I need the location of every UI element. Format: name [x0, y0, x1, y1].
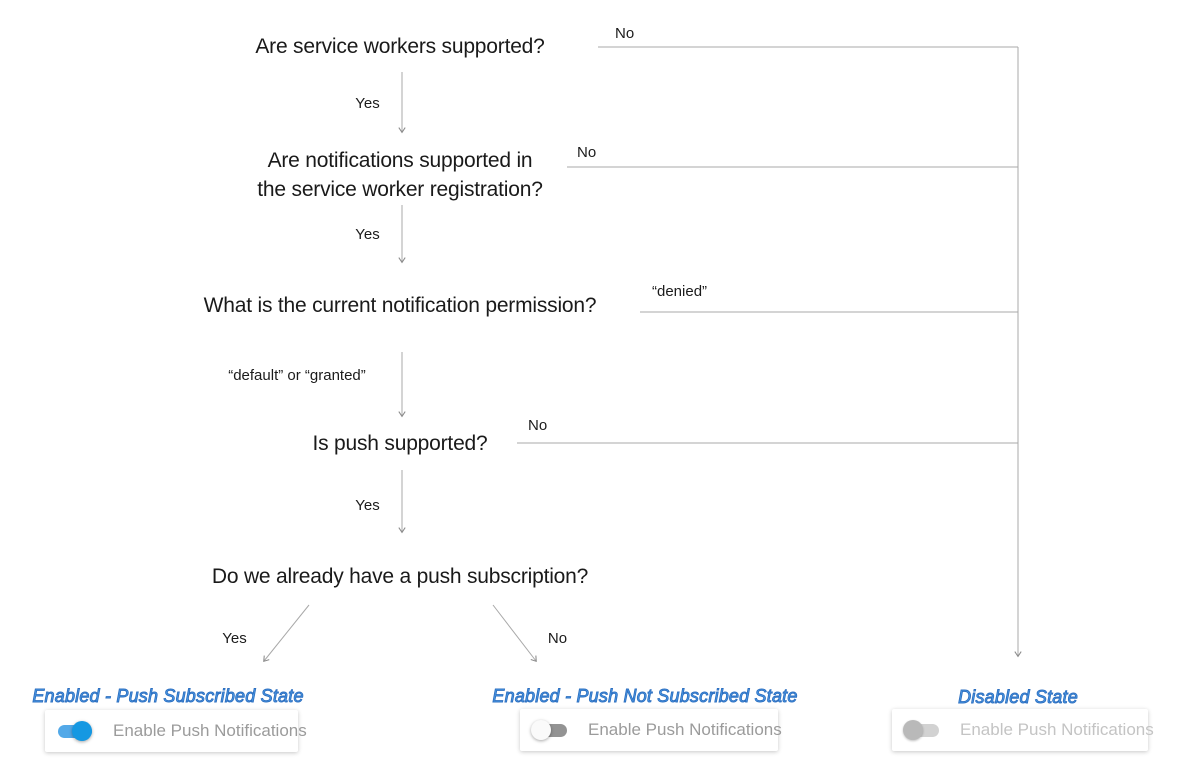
- edge-label-q5-no: No: [547, 630, 568, 647]
- toggle-thumb: [903, 720, 923, 740]
- edge-label-q4-yes: Yes: [355, 497, 380, 514]
- question-notifications-supported: Are notifications supported in the servi…: [150, 146, 650, 204]
- state-label-enabled-not-subscribed: Enabled - Push Not Subscribed State: [492, 686, 798, 707]
- push-toggle-off[interactable]: [531, 720, 569, 740]
- question-notification-permission: What is the current notification permiss…: [203, 294, 597, 317]
- state-label-enabled-subscribed: Enabled - Push Subscribed State: [32, 686, 304, 707]
- enable-push-label: Enable Push Notifications: [113, 721, 307, 740]
- state-label-disabled: Disabled State: [958, 687, 1079, 708]
- question-notifications-line2: the service worker registration?: [257, 178, 543, 201]
- toggle-thumb: [531, 720, 551, 740]
- push-toggle-card-not-subscribed: Enable Push Notifications: [520, 709, 782, 751]
- enable-push-label: Enable Push Notifications: [960, 720, 1154, 739]
- edge-label-q1-no: No: [615, 25, 635, 42]
- edge-label-q4-no: No: [528, 417, 548, 434]
- edge-q5-yes-line: [263, 604, 310, 663]
- push-toggle-disabled: [903, 720, 941, 740]
- question-push-supported: Is push supported?: [312, 432, 488, 455]
- edge-label-q5-yes: Yes: [222, 630, 247, 647]
- edge-q5-no-line: [492, 604, 537, 663]
- question-service-workers: Are service workers supported?: [255, 35, 545, 58]
- edge-label-q3-denied: “denied”: [652, 283, 708, 300]
- toggle-thumb: [72, 721, 92, 741]
- enable-push-label: Enable Push Notifications: [588, 720, 782, 739]
- edge-label-q1-yes: Yes: [355, 95, 380, 112]
- edge-label-q2-yes: Yes: [355, 226, 380, 243]
- push-toggle-card-disabled: Enable Push Notifications: [892, 709, 1154, 751]
- push-toggle-on[interactable]: [56, 721, 94, 741]
- question-notifications-line1: Are notifications supported in: [267, 149, 533, 172]
- edge-label-q3-default-or-granted: “default” or “granted”: [228, 367, 366, 384]
- push-toggle-card-subscribed: Enable Push Notifications: [45, 710, 307, 752]
- question-push-subscription: Do we already have a push subscription?: [211, 565, 589, 588]
- edge-label-q2-no: No: [577, 144, 597, 161]
